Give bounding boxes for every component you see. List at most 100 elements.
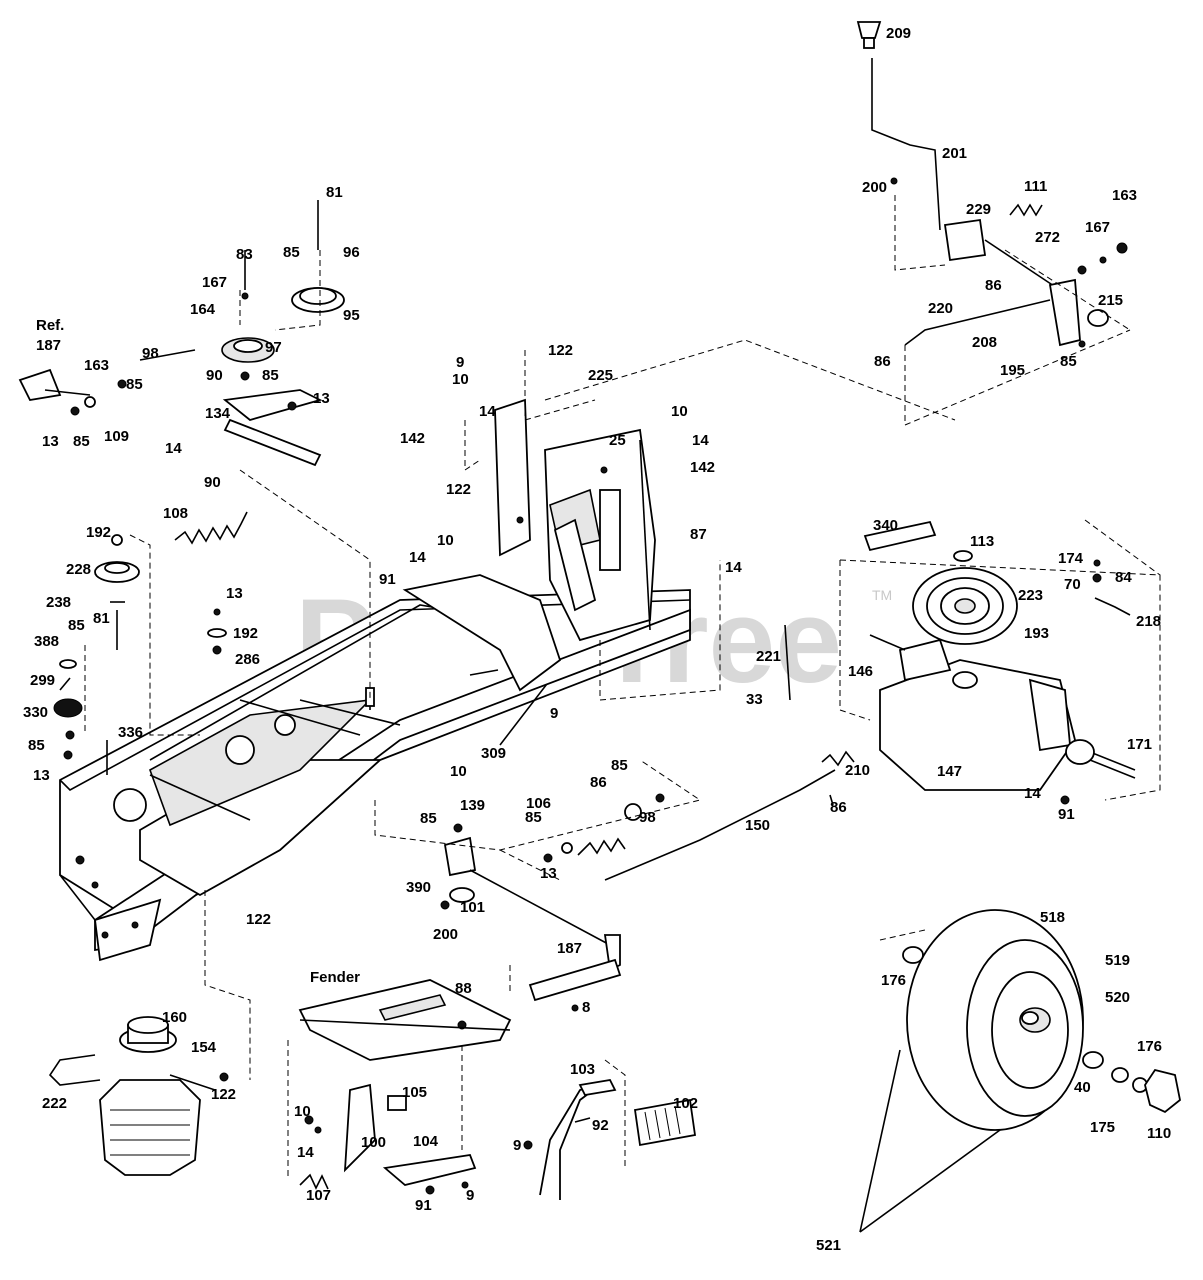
callout-label: 85 [28, 737, 45, 754]
callout-label: 14 [297, 1144, 314, 1161]
callout-label: 13 [42, 433, 59, 450]
callout-label: 90 [206, 367, 223, 384]
callout-label: 113 [970, 533, 994, 550]
callout-label: 14 [409, 549, 426, 566]
callout-label: 201 [942, 145, 967, 162]
callout-label: 142 [400, 430, 425, 447]
callout-label: 40 [1074, 1079, 1091, 1096]
callout-label: 106 [526, 795, 551, 812]
callout-label: 299 [30, 672, 55, 689]
callout-label: 81 [326, 184, 343, 201]
callout-label: 92 [592, 1117, 609, 1134]
callout-label: 91 [1058, 806, 1075, 823]
callout-label: 174 [1058, 550, 1084, 567]
callout-label: 86 [874, 353, 891, 370]
callout-label: 309 [481, 745, 506, 762]
callout-label: 14 [165, 440, 182, 457]
callout-label: 134 [205, 405, 231, 422]
callout-label: 88 [455, 980, 472, 997]
callout-label: 520 [1105, 989, 1130, 1006]
callout-label: 200 [433, 926, 458, 943]
callout-label: 122 [446, 481, 471, 498]
callout-label: 154 [191, 1039, 217, 1056]
callout-label: 388 [34, 633, 59, 650]
callout-label: 98 [142, 345, 159, 362]
callout-label: 70 [1064, 576, 1081, 593]
callout-label: 163 [1112, 187, 1137, 204]
callout-label: 14 [1024, 785, 1041, 802]
callout-label: 13 [33, 767, 50, 784]
callout-label: 330 [23, 704, 48, 721]
callout-label: 109 [104, 428, 129, 445]
callout-label: 210 [845, 762, 870, 779]
callout-label: 95 [343, 307, 360, 324]
callout-label: 111 [1024, 178, 1047, 195]
callout-label: 91 [415, 1197, 432, 1214]
callout-label: 176 [881, 972, 906, 989]
callout-label: 187 [557, 940, 582, 957]
callout-label: 139 [460, 797, 485, 814]
callout-label: 228 [66, 561, 91, 578]
brake-pedal [523, 1079, 697, 1200]
callout-label: 10 [437, 532, 454, 549]
callout-label: 9 [466, 1187, 474, 1204]
callout-label: 336 [118, 724, 143, 741]
callout-label: 8 [582, 999, 590, 1016]
callout-label: 519 [1105, 952, 1130, 969]
callout-label: 104 [413, 1133, 439, 1150]
callout-label: 147 [937, 763, 962, 780]
callout-label: 160 [162, 1009, 187, 1026]
callout-label: 33 [746, 691, 763, 708]
idler-assembly [18, 200, 345, 545]
callout-label: 85 [262, 367, 279, 384]
callout-label: 390 [406, 879, 431, 896]
callout-label: 272 [1035, 229, 1060, 246]
callout-label: 85 [68, 617, 85, 634]
callout-label: 14 [692, 432, 709, 449]
callout-label: 218 [1136, 613, 1161, 630]
rear-wheel [859, 909, 1181, 1233]
callout-label: 85 [283, 244, 300, 261]
callout-label: 105 [402, 1084, 427, 1101]
callout-label: 87 [690, 526, 707, 543]
callout-label: 13 [226, 585, 243, 602]
brake-linkage [440, 669, 855, 1012]
callout-label: 85 [126, 376, 143, 393]
callout-label: 25 [609, 432, 626, 449]
shift-lever [856, 21, 1128, 348]
electric-clutch [48, 1016, 229, 1176]
callout-label: 110 [1147, 1125, 1171, 1142]
callout-label: 13 [313, 390, 330, 407]
callout-label: 176 [1137, 1038, 1162, 1055]
callout-label: 286 [235, 651, 260, 668]
callout-label: 107 [306, 1187, 331, 1204]
callout-label: 84 [1115, 569, 1132, 586]
callout-label: 86 [590, 774, 607, 791]
callout-label: 518 [1040, 909, 1065, 926]
callout-label: 102 [673, 1095, 698, 1112]
callout-label: 86 [830, 799, 847, 816]
callout-label: 86 [985, 277, 1002, 294]
callout-label: 9 [550, 705, 558, 722]
callout-label: 175 [1090, 1119, 1115, 1136]
fender-bracket [298, 979, 512, 1195]
callout-label: 85 [525, 809, 542, 826]
callout-label: 209 [886, 25, 911, 42]
callout-label: 167 [1085, 219, 1110, 236]
callout-label: 142 [690, 459, 715, 476]
callout-label: 10 [671, 403, 688, 420]
callout-label: 163 [84, 357, 109, 374]
clutch-pulley-group [53, 534, 227, 775]
callout-label: 223 [1018, 587, 1043, 604]
callout-label: 103 [570, 1061, 595, 1078]
callout-label: 193 [1024, 625, 1049, 642]
callout-label: 108 [163, 505, 188, 522]
callout-label: 9 [513, 1137, 521, 1154]
leader-lines [84, 195, 1161, 1180]
callout-label: 10 [294, 1103, 311, 1120]
callout-label: 85 [1060, 353, 1077, 370]
callout-label: 85 [420, 810, 437, 827]
callout-label: 225 [588, 367, 613, 384]
callout-label: 215 [1098, 292, 1123, 309]
